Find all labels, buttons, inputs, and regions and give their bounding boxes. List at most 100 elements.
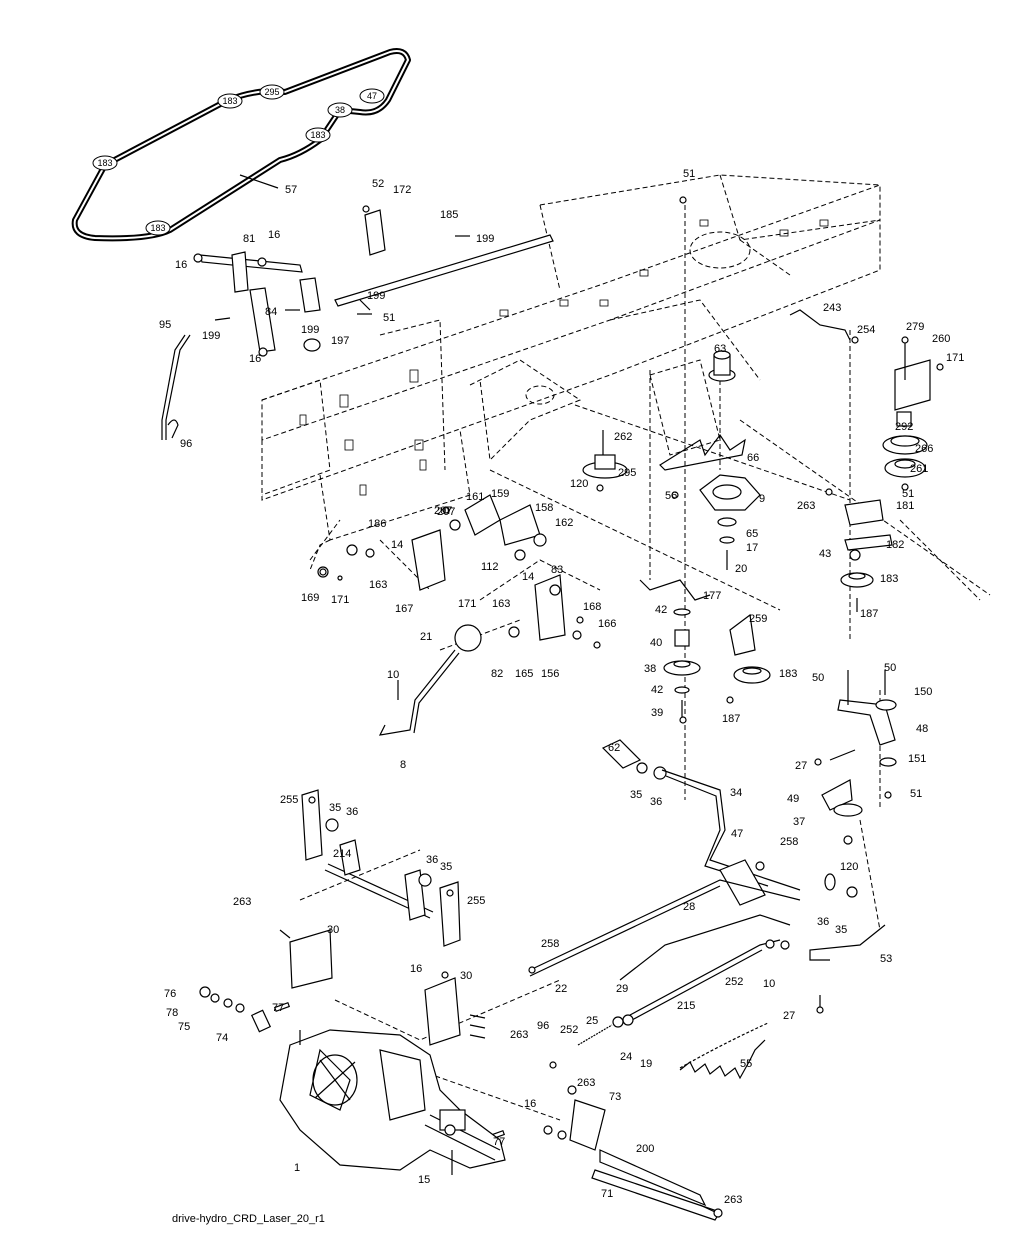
part-callout: 29 [616, 983, 628, 995]
belt-pulley-callout: 183 [145, 220, 171, 236]
part-callout: 27 [783, 1010, 795, 1022]
part-callout: 258 [541, 938, 559, 950]
part-callout: 187 [860, 608, 878, 620]
part-callout: 215 [677, 1000, 695, 1012]
part-callout: 1 [294, 1162, 300, 1174]
rod-95 [161, 334, 191, 440]
transaxle [279, 1029, 506, 1175]
part-callout: 163 [492, 598, 510, 610]
part-callout: 199 [476, 233, 494, 245]
part-callout: 16 [249, 353, 261, 365]
part-callout: 263 [797, 500, 815, 512]
part-callout: 177 [703, 590, 721, 602]
part-callout: 36 [426, 854, 438, 866]
part-callout: 243 [823, 302, 841, 314]
hardware [319, 196, 944, 1069]
part-callout: 47 [731, 828, 743, 840]
part-callout: 14 [522, 571, 534, 583]
part-callout: 19 [640, 1058, 652, 1070]
part-callout: 185 [440, 209, 458, 221]
part-callout: 74 [216, 1032, 228, 1044]
part-callout: 34 [730, 787, 742, 799]
part-callout: 71 [601, 1188, 613, 1200]
part-callout: 63 [714, 343, 726, 355]
part-callout: 95 [159, 319, 171, 331]
part-callout: 166 [598, 618, 616, 630]
part-callout: 199 [301, 324, 319, 336]
part-callout: 62 [608, 742, 620, 754]
part-callout: 43 [819, 548, 831, 560]
diagram-caption: drive-hydro_CRD_Laser_20_r1 [172, 1213, 325, 1225]
part-callout: 51 [902, 488, 914, 500]
part-callout: 172 [393, 184, 411, 196]
svg-text:295: 295 [264, 87, 279, 97]
part-callout: 16 [524, 1098, 536, 1110]
lower-right-brackets [543, 1085, 723, 1221]
part-callout: 182 [886, 539, 904, 551]
part-callout: 266 [915, 443, 933, 455]
part-callout: 57 [285, 184, 297, 196]
part-callout: 82 [491, 668, 503, 680]
belt-pulley-callout: 183 [217, 93, 243, 109]
part-callout: 186 [368, 518, 386, 530]
part-callout: 78 [166, 1007, 178, 1019]
part-callout: 36 [346, 806, 358, 818]
part-callout: 262 [614, 431, 632, 443]
part-callout: 40 [650, 637, 662, 649]
svg-text:47: 47 [367, 91, 377, 101]
pedal-assembly [529, 739, 886, 1080]
part-callout: 295 [618, 467, 636, 479]
part-callout: 169 [301, 592, 319, 604]
part-callout: 260 [932, 333, 950, 345]
part-callout: 73 [609, 1091, 621, 1103]
part-callout: 199 [202, 330, 220, 342]
part-callout: 161 [466, 491, 484, 503]
part-callout: 171 [458, 598, 476, 610]
part-callout: 30 [327, 924, 339, 936]
part-callout: 158 [535, 502, 553, 514]
part-callout: 171 [331, 594, 349, 606]
svg-text:183: 183 [97, 158, 112, 168]
part-callout: 263 [724, 1194, 742, 1206]
part-callout: 55 [740, 1058, 752, 1070]
part-callout: 10 [763, 978, 775, 990]
part-callout: 17 [746, 542, 758, 554]
part-callout: 255 [467, 895, 485, 907]
part-callout: 183 [779, 668, 797, 680]
belt-leader [239, 174, 279, 189]
part-callout: 28 [683, 901, 695, 913]
part-callout: 167 [395, 603, 413, 615]
part-callout: 162 [555, 517, 573, 529]
part-callout: 56 [665, 490, 677, 502]
part-callout: 96 [537, 1020, 549, 1032]
part-callout: 263 [233, 896, 251, 908]
belt-pulley-callout: 38 [327, 102, 353, 118]
part-callout: 49 [787, 793, 799, 805]
part-callout: 50 [812, 672, 824, 684]
part-callout: 15 [418, 1174, 430, 1186]
part-callout: 39 [651, 707, 663, 719]
part-callout: 42 [655, 604, 667, 616]
part-callout: 65 [746, 528, 758, 540]
part-callout: 9 [759, 493, 765, 505]
part-callout: 35 [630, 789, 642, 801]
part-callout: 77 [272, 1002, 284, 1014]
part-callout: 96 [180, 438, 192, 450]
part-callout: 200 [636, 1143, 654, 1155]
part-callout: 214 [333, 848, 351, 860]
part-callout: 183 [880, 573, 898, 585]
part-callout: 25 [586, 1015, 598, 1027]
svg-text:183: 183 [150, 223, 165, 233]
part-callout: 14 [391, 539, 403, 551]
part-callout: 292 [895, 421, 913, 433]
part-callout: 171 [946, 352, 964, 364]
part-callout: 27 [795, 760, 807, 772]
part-callout: 10 [387, 669, 399, 681]
part-callout: 35 [440, 861, 452, 873]
part-callout: 207 [434, 505, 452, 517]
part-callout: 254 [857, 324, 875, 336]
belt-pulley-callout: 183 [305, 127, 331, 143]
